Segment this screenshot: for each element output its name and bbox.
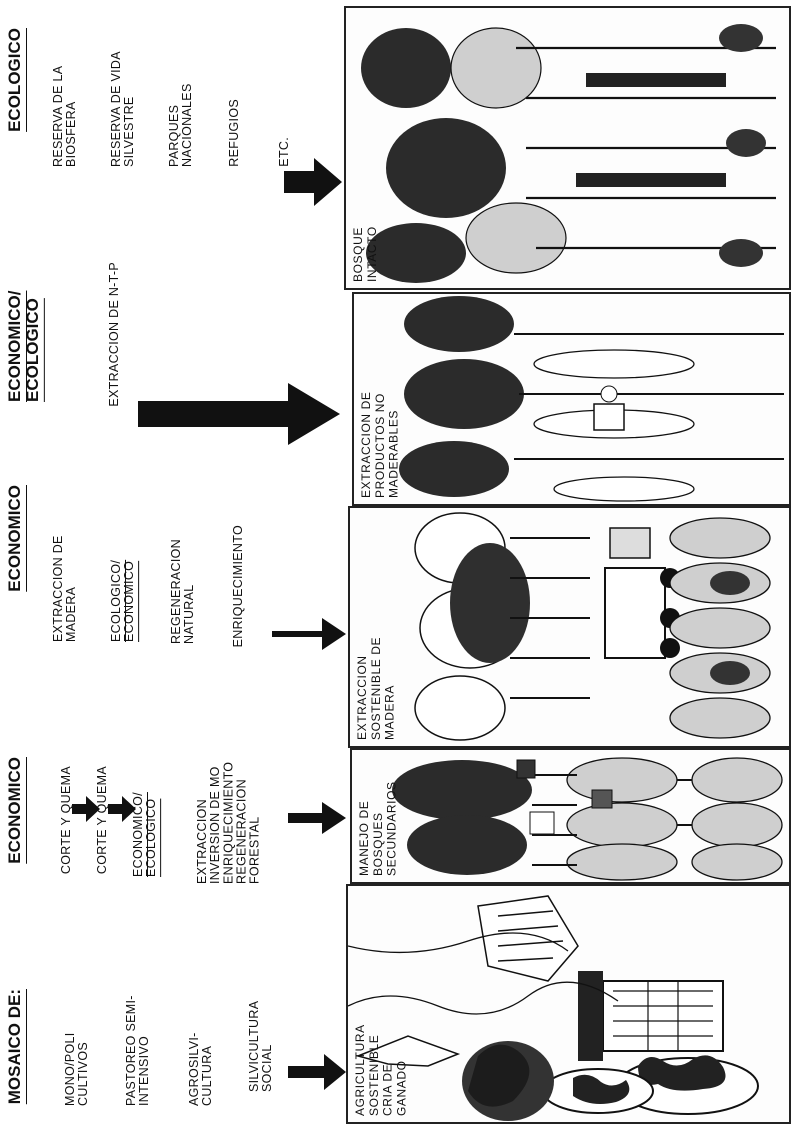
col4-heading: ECOLOGICO [6, 28, 30, 132]
panel-label: EXTRACCION DE PRODUCTOS NO MADERABLES [360, 388, 418, 498]
person-gathering-icon [594, 404, 624, 430]
col1-item-4: EXTRACCION INVERSION DE MO ENRIQUECIMIEN… [196, 746, 296, 884]
col2-item-3: REGENERACION NATURAL [170, 534, 204, 644]
col2-heading: ECONOMICO [6, 485, 30, 592]
panel-secondary-forest: MANEJO DE BOSQUES SECUNDARIOS [350, 748, 791, 884]
panel-timber: EXTRACCION SOSTENIBLE DE MADERA [348, 506, 791, 748]
col2-item-2: ECOLOGICO/ ECONOMICO [110, 546, 144, 642]
col4-item-1: RESERVA DE LA BIOSFERA [52, 52, 86, 167]
panel-label: BOSQUE INTACTO [352, 202, 392, 282]
panel-label: EXTRACCION SOSTENIBLE DE MADERA [356, 630, 412, 740]
dark-canopy-icon [450, 543, 530, 663]
arrow-icon-secondary [288, 800, 346, 836]
tree-row-icon [567, 758, 782, 880]
timber-illustration [350, 508, 789, 746]
mosaic-item-1: MONO/POLI CULTIVOS [64, 1006, 96, 1106]
mosaic-item-4: SILVICULTURA SOCIAL [248, 982, 282, 1092]
crop-field-icon [478, 896, 578, 981]
small-arrow-icon [72, 796, 100, 822]
panel-agriculture: AGRICULTURA SOSTENIBLE CRIA DE GANADO [346, 884, 791, 1124]
col1-item-3: ECONOMICO/ ECOLOGICO [132, 781, 168, 877]
col1-heading: ECONOMICO [6, 757, 30, 864]
tree-row-icon [670, 518, 770, 738]
arrow-icon-timber [272, 616, 346, 652]
col3-heading: ECONOMICO/ ECOLOGICO [6, 272, 52, 402]
intact-forest-illustration [346, 8, 789, 288]
small-arrow-icon [108, 796, 136, 822]
panel-label: MANEJO DE BOSQUES SECUNDARIOS [358, 766, 418, 876]
col4-item-2: RESERVA DE VIDA SILVESTRE [110, 47, 144, 167]
panel-ntfp: EXTRACCION DE PRODUCTOS NO MADERABLES [352, 292, 791, 506]
arrow-icon-intact [284, 158, 342, 206]
col3-item-1: EXTRACCION DE N-T-P [108, 262, 126, 407]
arrow-icon-ntfp [138, 383, 340, 445]
col2-item-4: ENRIQUECIMIENTO [232, 525, 250, 647]
mosaic-heading: MOSAICO DE: [6, 989, 50, 1104]
mosaic-item-3: AGROSILVI-CULTURA [188, 1016, 220, 1106]
ntfp-illustration [354, 294, 789, 504]
panel-label: AGRICULTURA SOSTENIBLE CRIA DE GANADO [354, 1006, 410, 1116]
col2-item-1: EXTRACCION DE MADERA [52, 532, 86, 642]
panel-intact-forest: BOSQUE INTACTO [344, 6, 791, 290]
col4-item-3: PARQUES NACIONALES [168, 67, 202, 167]
animal-icon [719, 24, 766, 267]
arrow-icon-mosaic [288, 1054, 346, 1090]
mosaic-item-2: PASTOREO SEMI-INTENSIVO [125, 966, 157, 1106]
truck-icon [605, 528, 680, 658]
col4-item-4: REFUGIOS [228, 99, 246, 167]
farm-illustration [348, 886, 789, 1122]
